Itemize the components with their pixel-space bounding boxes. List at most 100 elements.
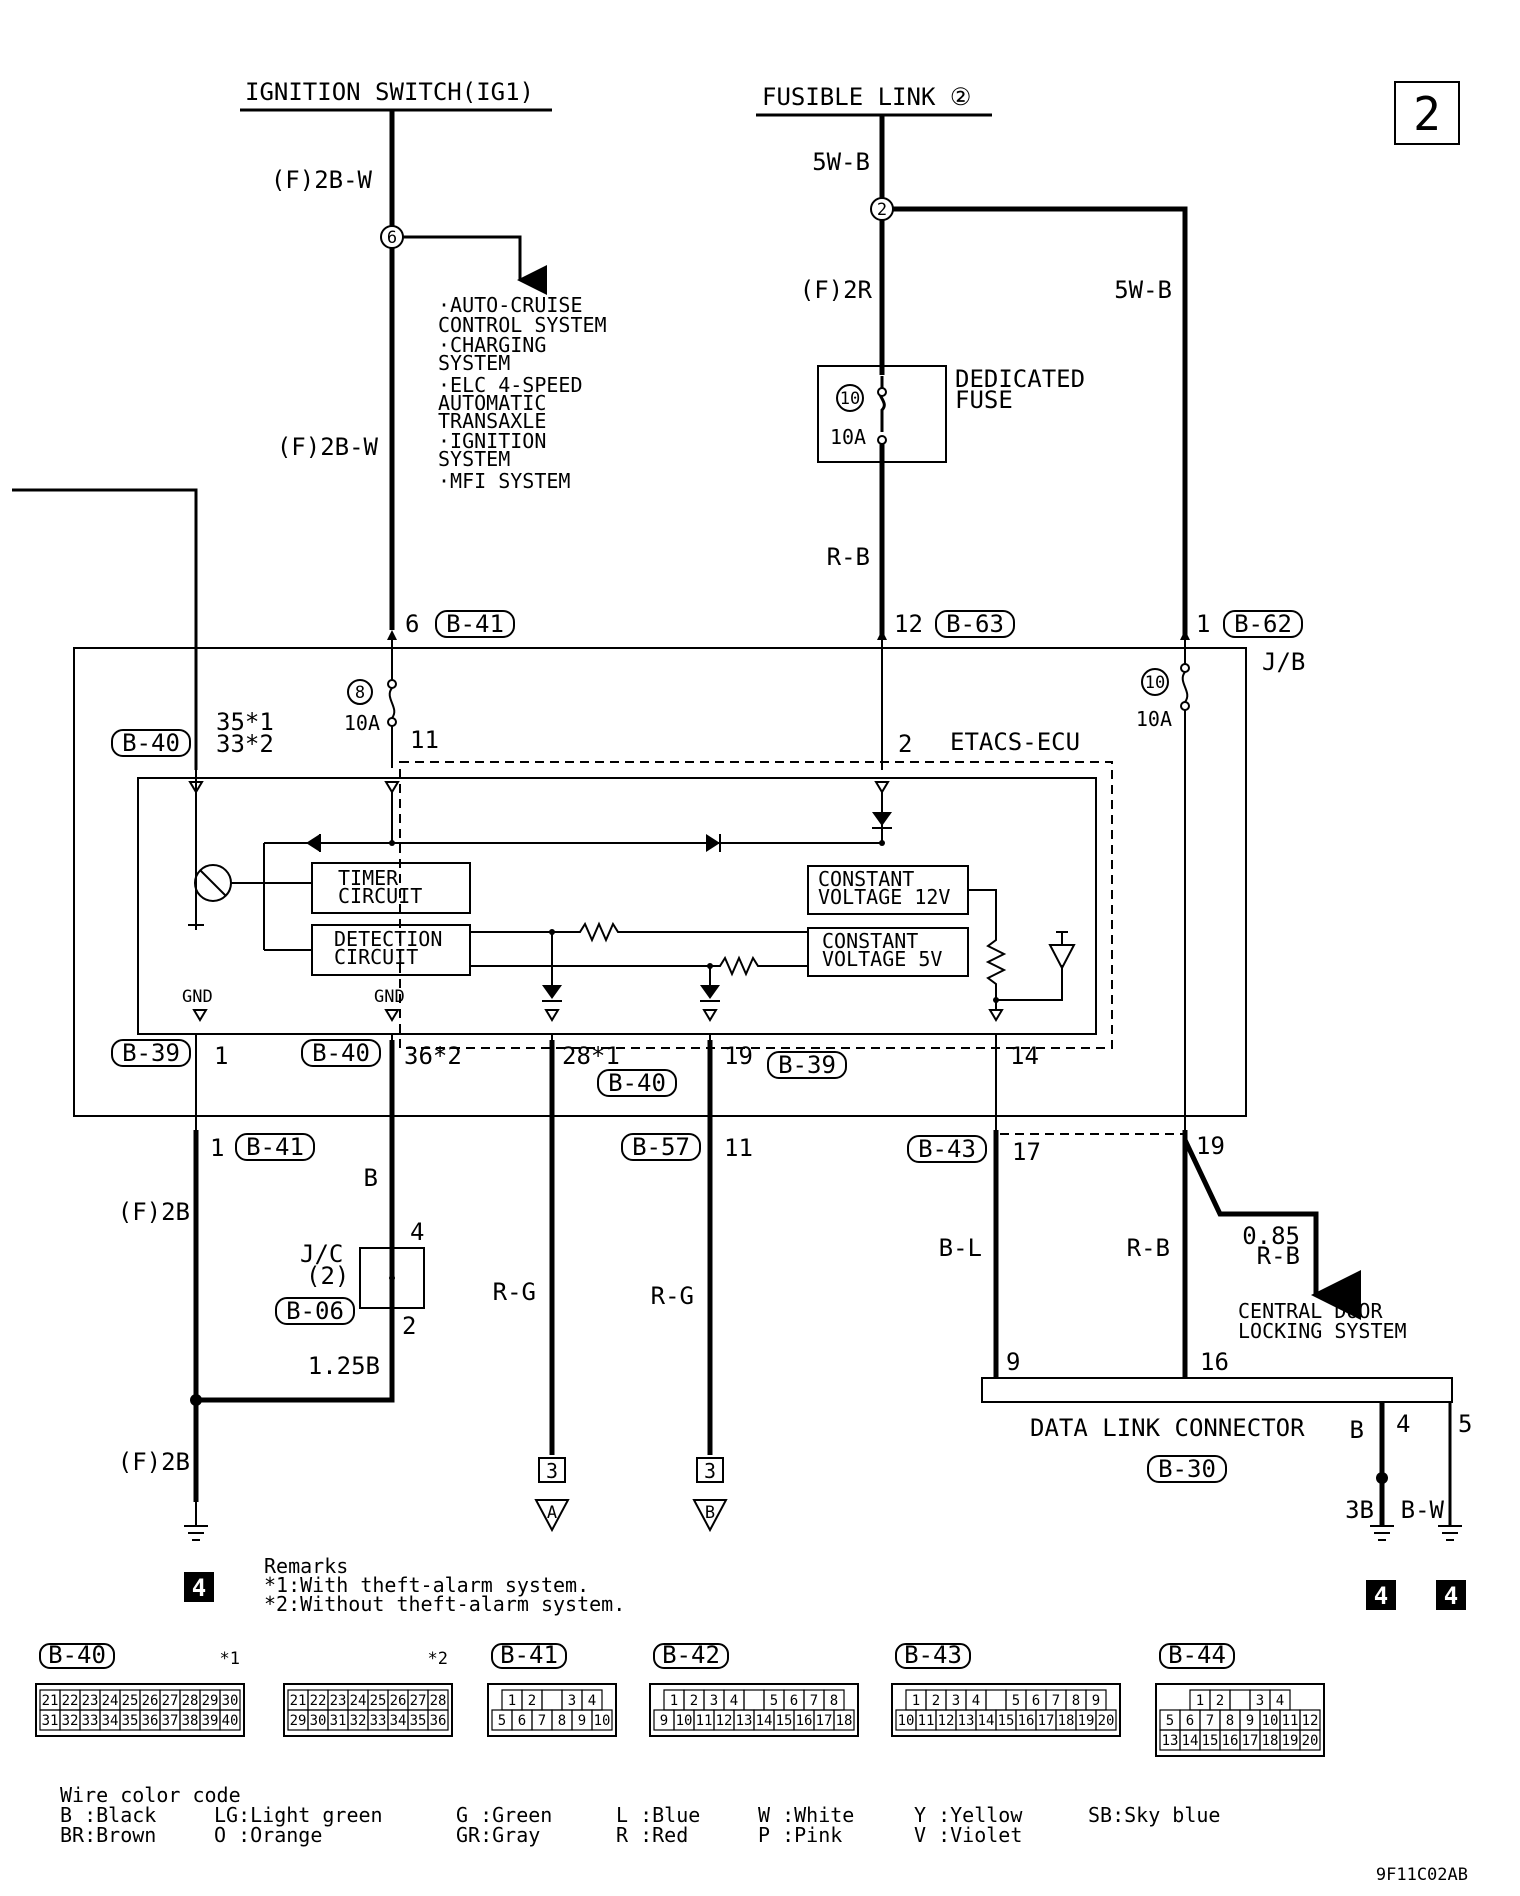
cv5-label-2: VOLTAGE 5V bbox=[822, 947, 942, 971]
connector-pin: 30 bbox=[310, 1713, 327, 1729]
page-number-box bbox=[1394, 81, 1460, 145]
connector-label: B-57 bbox=[632, 1133, 690, 1161]
connector-pin: 35 bbox=[410, 1713, 427, 1729]
page-number: 2 bbox=[1413, 87, 1441, 141]
connector-pin: 7 bbox=[538, 1713, 546, 1729]
cv12-label: CONSTANT bbox=[818, 867, 914, 891]
etacs-ecu-inner bbox=[137, 777, 1097, 1035]
connector-b40-left bbox=[111, 729, 191, 757]
connector-pin: 5 bbox=[770, 1693, 778, 1709]
ref-box-4b bbox=[1366, 1580, 1396, 1610]
wire-label: B bbox=[364, 1164, 378, 1192]
connector-pin: 31 bbox=[42, 1713, 59, 1729]
connector-pin: 34 bbox=[102, 1713, 119, 1729]
connector-view-note: *2 bbox=[428, 1649, 448, 1669]
pin-label: 35*1 bbox=[216, 708, 274, 736]
system-line: AUTOMATIC bbox=[438, 391, 546, 415]
connector-pin: 17 bbox=[816, 1713, 833, 1729]
color-code: BR:Brown bbox=[60, 1823, 156, 1847]
connector-pin: 22 bbox=[62, 1693, 79, 1709]
color-code: SB:Sky blue bbox=[1088, 1803, 1220, 1827]
sensor-icon bbox=[1048, 944, 1076, 971]
connector-pin: 25 bbox=[370, 1693, 387, 1709]
ground-symbol bbox=[184, 1502, 208, 1541]
fuse-8-amp: 10A bbox=[344, 711, 380, 735]
connector-pin: 16 bbox=[796, 1713, 813, 1729]
wire-label: 0.85 bbox=[1242, 1222, 1300, 1250]
connector-pin: 3 bbox=[568, 1693, 576, 1709]
fuse-8-number: 8 bbox=[355, 683, 365, 703]
connector-pin: 11 bbox=[918, 1713, 935, 1729]
connector-b06 bbox=[275, 1297, 355, 1325]
wire-label: R-B bbox=[1257, 1242, 1300, 1270]
cv12-label-2: VOLTAGE 12V bbox=[818, 885, 950, 909]
system-line: ·MFI SYSTEM bbox=[438, 469, 570, 493]
connector-label: B-39 bbox=[122, 1039, 180, 1067]
fuse-10-number: 10 bbox=[840, 389, 860, 409]
pin-label: 17 bbox=[1012, 1138, 1041, 1166]
connector-pin: 30 bbox=[222, 1693, 239, 1709]
connector-pin: 21 bbox=[290, 1693, 307, 1709]
connector-pin: 10 bbox=[898, 1713, 915, 1729]
timer-circuit bbox=[311, 862, 471, 914]
pin-label: 2 bbox=[898, 730, 912, 758]
system-list: ·AUTO-CRUISE CONTROL SYSTEM ·CHARGING SY… bbox=[438, 293, 607, 493]
system-line: SYSTEM bbox=[438, 447, 510, 471]
color-code: B :Black bbox=[60, 1803, 156, 1827]
central-door-label-2: LOCKING SYSTEM bbox=[1238, 1319, 1407, 1343]
color-code: V :Violet bbox=[914, 1823, 1022, 1847]
gnd-label: GND bbox=[182, 987, 213, 1007]
connector-pin: 26 bbox=[390, 1693, 407, 1709]
connector-label: B-43 bbox=[918, 1135, 976, 1163]
cv5-label: CONSTANT bbox=[822, 929, 918, 953]
connector-b40-mid bbox=[301, 1039, 381, 1067]
connector-label: B-06 bbox=[286, 1297, 344, 1325]
jc-label: J/C bbox=[300, 1240, 343, 1268]
dlc-label: DATA LINK CONNECTOR bbox=[1030, 1414, 1305, 1442]
wire-label-rb-mid: R-B bbox=[827, 543, 870, 571]
system-line: SYSTEM bbox=[438, 351, 510, 375]
connector-pin: 39 bbox=[202, 1713, 219, 1729]
gnd-label-2: GND bbox=[374, 987, 405, 1007]
pin-label: 11 bbox=[410, 726, 439, 754]
connector-pin: 7 bbox=[1052, 1693, 1060, 1709]
connector-b39-left bbox=[111, 1039, 191, 1067]
pin-label: 4 bbox=[1396, 1410, 1410, 1438]
connector-b39-19 bbox=[767, 1051, 847, 1079]
connector-pin: 2 bbox=[1216, 1693, 1224, 1709]
connector-pin: 8 bbox=[558, 1713, 566, 1729]
fusible-link-label: FUSIBLE LINK ② bbox=[762, 83, 971, 111]
connector-pin: 3 bbox=[710, 1693, 718, 1709]
connector-pin: 14 bbox=[756, 1713, 773, 1729]
detection-label-2: CIRCUIT bbox=[334, 945, 418, 969]
connector-pin: 4 bbox=[1276, 1693, 1284, 1709]
connector-pin: 31 bbox=[330, 1713, 347, 1729]
connector-pin: 29 bbox=[202, 1693, 219, 1709]
fuse-10b-amp: 10A bbox=[1136, 707, 1172, 731]
wire-label: R-B bbox=[1127, 1234, 1170, 1262]
connector-view-name: B-42 bbox=[662, 1641, 720, 1669]
connector-pin: 19 bbox=[1282, 1733, 1299, 1749]
fuse-10b-number: 10 bbox=[1145, 673, 1165, 693]
wire-label-ig-mid: (F)2B-W bbox=[277, 433, 379, 461]
connector-label: B-40 bbox=[122, 729, 180, 757]
etacs-ecu-boundary bbox=[399, 761, 1113, 1049]
connector-pin: 33 bbox=[82, 1713, 99, 1729]
system-line: ·ELC 4-SPEED bbox=[438, 373, 583, 397]
connector-pin: 1 bbox=[508, 1693, 516, 1709]
connector-pin: 5 bbox=[1166, 1713, 1174, 1729]
ref-4c: 4 bbox=[1444, 1582, 1458, 1610]
connector-label: B-41 bbox=[446, 610, 504, 638]
color-code: L :Blue bbox=[616, 1803, 700, 1827]
connector-pin: 14 bbox=[978, 1713, 995, 1729]
connector-pin: 25 bbox=[122, 1693, 139, 1709]
color-code: GR:Gray bbox=[456, 1823, 540, 1847]
connector-view-name: B-43 bbox=[904, 1641, 962, 1669]
ref-box-3b bbox=[696, 1457, 724, 1483]
junction-block bbox=[73, 647, 1247, 1117]
connector-pin: 8 bbox=[1072, 1693, 1080, 1709]
connector-label: B-40 bbox=[608, 1069, 666, 1097]
system-line: ·AUTO-CRUISE bbox=[438, 293, 583, 317]
